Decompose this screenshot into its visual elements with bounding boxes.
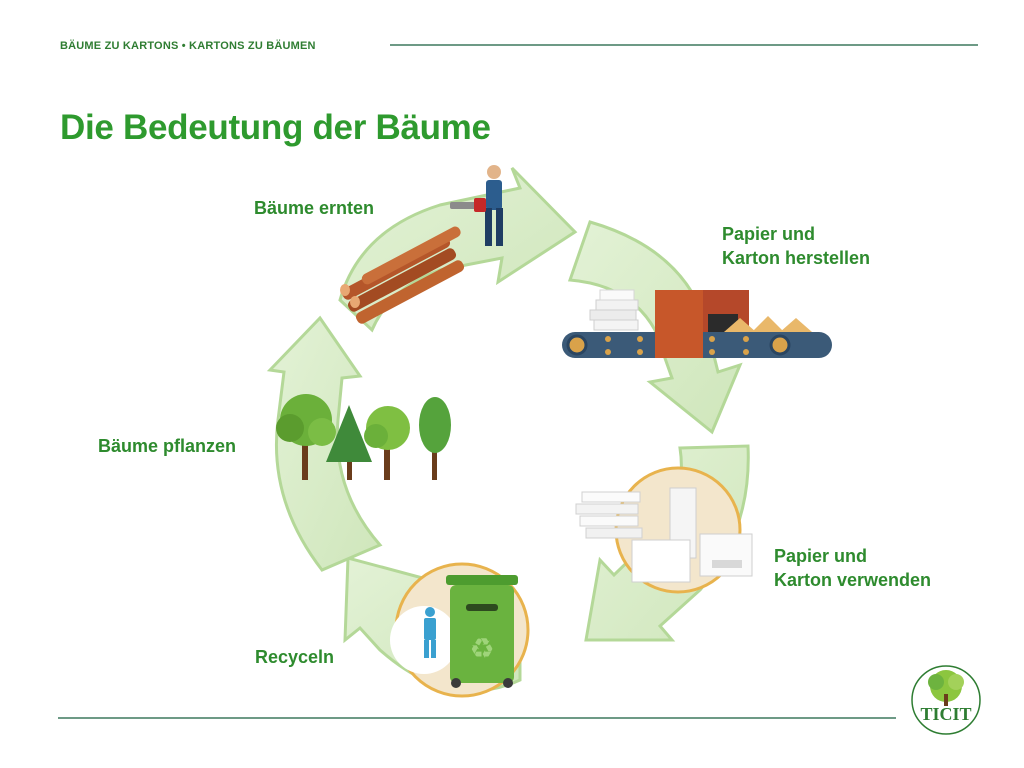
recycle-bin-illustration: ♻ bbox=[390, 562, 530, 698]
header-label: BÄUME ZU KARTONS • KARTONS ZU BÄUMEN bbox=[60, 40, 316, 52]
factory-illustration bbox=[562, 289, 832, 358]
footer-rule bbox=[58, 717, 896, 719]
stage-label-use-line1: Papier und bbox=[774, 546, 868, 566]
stage-label-use-line2: Karton verwenden bbox=[774, 570, 932, 590]
paper-products-illustration bbox=[575, 466, 753, 594]
recycle-symbol-icon: ♻ bbox=[469, 632, 494, 665]
logs-illustration bbox=[340, 226, 465, 324]
stage-label-manufacture: Papier und Karton herstellen bbox=[722, 222, 870, 270]
stage-label-harvest: Bäume ernten bbox=[254, 196, 374, 220]
stage-label-use: Papier und Karton verwenden bbox=[774, 544, 931, 592]
ticit-logo: TICIT bbox=[911, 665, 981, 735]
stage-label-recycle: Recyceln bbox=[255, 645, 334, 669]
stage-label-plant: Bäume pflanzen bbox=[98, 434, 236, 458]
stage-label-recycle-line1: Recyceln bbox=[255, 647, 335, 667]
lumberjack-illustration bbox=[450, 165, 503, 246]
header-rule bbox=[390, 44, 978, 46]
stage-label-plant-line1: Bäume pflanzen bbox=[98, 436, 237, 456]
page-title: Die Bedeutung der Bäume bbox=[60, 108, 491, 147]
stage-label-harvest-line1: Bäume ernten bbox=[254, 198, 375, 218]
stage-label-manufacture-line2: Karton herstellen bbox=[722, 248, 871, 268]
logo-text: TICIT bbox=[920, 704, 971, 724]
trees-illustration bbox=[276, 394, 451, 480]
stage-label-manufacture-line1: Papier und bbox=[722, 224, 816, 244]
